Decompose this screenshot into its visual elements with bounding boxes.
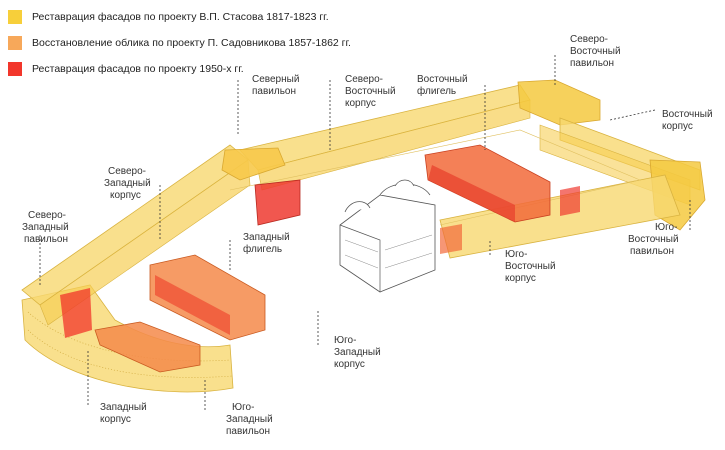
west-wing-shape — [149, 254, 266, 341]
legend-item-sadovnikov: Восстановление облика по проекту П. Садо… — [8, 30, 351, 56]
building-illustration — [21, 79, 706, 393]
label-north-pavilion: Северный павильон — [252, 74, 302, 97]
central-theatre — [339, 179, 436, 293]
legend-item-1950s: Реставрация фасадов по проекту 1950-х гг… — [8, 56, 351, 82]
label-se-corps: Юго- Восточный корпус — [505, 249, 558, 284]
label-ne-corps: Северо- Восточный корпус — [345, 74, 398, 109]
legend-swatch-stasov — [8, 10, 22, 24]
legend-label-stasov: Реставрация фасадов по проекту В.П. Стас… — [32, 11, 329, 23]
legend-swatch-sadovnikov — [8, 36, 22, 50]
label-nw-corps: Северо- Западный корпус — [104, 166, 154, 201]
label-east-corps: Восточный корпус — [662, 109, 715, 132]
leader-lines — [39, 55, 691, 410]
legend-label-sadovnikov: Восстановление облика по проекту П. Садо… — [32, 37, 351, 49]
legend-swatch-1950s — [8, 62, 22, 76]
label-west-wing: Западный флигель — [243, 232, 293, 255]
legend-label-1950s: Реставрация фасадов по проекту 1950-х гг… — [32, 63, 244, 75]
legend-item-stasov: Реставрация фасадов по проекту В.П. Стас… — [8, 4, 351, 30]
label-ne-pavilion: Северо- Восточный павильон — [570, 34, 623, 69]
sw-wing-shape — [94, 321, 201, 373]
label-sw-corps: Юго- Западный корпус — [334, 335, 384, 370]
north-pavilion-shape — [221, 147, 286, 181]
nw-pavilion-shape — [60, 288, 92, 338]
label-se-pavilion: Юго- Восточный павильон — [628, 222, 681, 257]
label-sw-pavilion: Юго- Западный павильон — [226, 402, 276, 437]
label-nw-pavilion: Северо- Западный павильон — [22, 210, 72, 245]
label-west-corps: Западный корпус — [100, 402, 150, 425]
ne-pavilion-shape — [517, 79, 601, 126]
legend: Реставрация фасадов по проекту В.П. Стас… — [8, 4, 351, 82]
label-east-wing: Восточный флигель — [417, 74, 470, 97]
